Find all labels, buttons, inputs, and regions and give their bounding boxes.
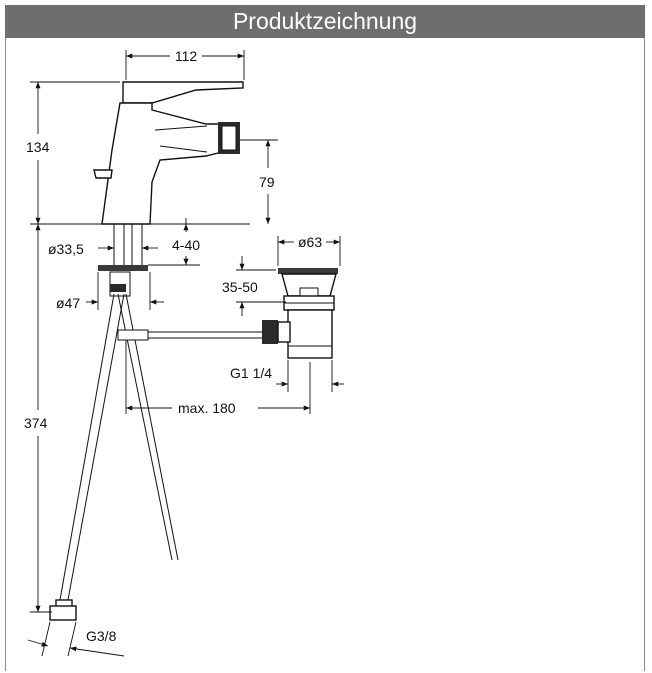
dim-hose-thread-label: G3/8 [86, 628, 117, 644]
dim-base-diameter-label: ø47 [56, 295, 80, 311]
waste-valve [262, 268, 338, 359]
dim-waste-diameter-label: ø63 [298, 234, 322, 250]
dim-134-label: 134 [26, 139, 50, 155]
dimension-lines [27, 50, 344, 657]
page-title-text: Produktzeichnung [232, 8, 418, 34]
dim-rod-length-label: max. 180 [178, 400, 236, 416]
dimension-labels: 112 134 79 ø33,5 4-40 ø47 ø63 35-50 G1 1… [24, 47, 322, 644]
dim-waste-height-label: 35-50 [222, 279, 258, 295]
popup-rod [117, 329, 265, 341]
dim-waste-thread-label: G1 1/4 [230, 365, 272, 381]
mounting-assembly [98, 223, 148, 297]
drawing-frame [5, 5, 645, 671]
dim-hole-diameter-label: ø33,5 [48, 241, 84, 257]
dim-hose-length-label: 374 [24, 415, 48, 431]
supply-hoses [49, 293, 179, 621]
page-title: Produktzeichnung [5, 5, 645, 38]
dim-79-label: 79 [259, 174, 275, 190]
dim-deck-thickness-label: 4-40 [172, 237, 200, 253]
dim-112-label: 112 [175, 48, 198, 64]
faucet-body [93, 81, 244, 225]
